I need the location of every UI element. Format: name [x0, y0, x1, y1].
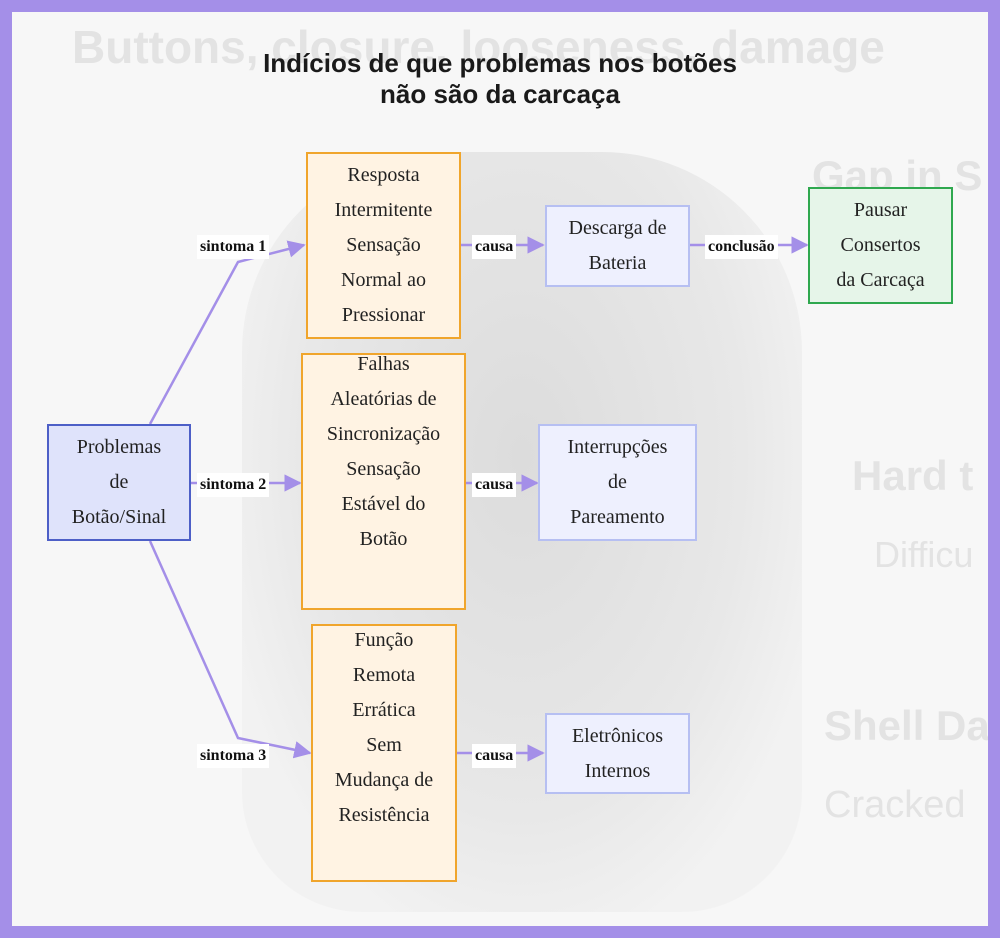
edge-root-symptom1	[148, 240, 306, 425]
edge-label-causa-2: causa	[472, 473, 517, 497]
node-conclusion-pause-shell-repairs: Pausar Consertos da Carcaça	[808, 187, 953, 304]
background-text-hard: Hard t	[852, 452, 974, 499]
node-symptom-1: Resposta Intermitente Sensação Normal ao…	[306, 152, 461, 339]
node-conclusion-label: Pausar Consertos da Carcaça	[836, 199, 925, 291]
edge-label-causa-3: causa	[472, 744, 517, 768]
title-line-1: Indícios de que problemas nos botões	[263, 48, 737, 78]
node-symptom-3-label: Função Remota Errática Sem Mudança de Re…	[334, 629, 434, 826]
background-text-cracked: Cracked	[824, 784, 966, 826]
edge-label-sintoma-1: sintoma 1	[197, 235, 270, 259]
node-cause-pairing-interruptions: Interrupções de Pareamento	[538, 424, 697, 541]
node-root-label: Problemas de Botão/Sinal	[71, 436, 167, 528]
node-cause-internal-electronics: Eletrônicos Internos	[545, 713, 690, 794]
edge-label-sintoma-2: sintoma 2	[197, 473, 270, 497]
node-root-button-signal-problems: Problemas de Botão/Sinal	[47, 424, 191, 541]
node-cause-2-label: Interrupções de Pareamento	[567, 436, 668, 528]
node-symptom-3: Função Remota Errática Sem Mudança de Re…	[311, 624, 457, 882]
background-text-shell: Shell Da	[824, 702, 988, 749]
title-line-2: não são da carcaça	[380, 79, 620, 109]
edge-label-causa-1: causa	[472, 235, 517, 259]
node-cause-battery-drain: Descarga de Bateria	[545, 205, 690, 287]
edge-label-sintoma-3: sintoma 3	[197, 744, 270, 768]
node-symptom-2: Falhas Aleatórias de Sincronização Sensa…	[301, 353, 466, 610]
node-symptom-1-label: Resposta Intermitente Sensação Normal ao…	[334, 164, 433, 326]
node-symptom-2-label: Falhas Aleatórias de Sincronização Sensa…	[326, 352, 441, 550]
edge-label-conclusao: conclusão	[705, 235, 778, 259]
node-cause-3-label: Eletrônicos Internos	[571, 724, 664, 782]
diagram-title: Indícios de que problemas nos botões não…	[0, 48, 1000, 110]
node-cause-1-label: Descarga de Bateria	[568, 217, 667, 274]
diagram-canvas: Buttons, closure, looseness, damage Gap …	[12, 12, 988, 926]
background-text-top: Buttons, closure, looseness, damage	[72, 21, 885, 73]
background-text-difficu: Difficu	[874, 534, 974, 575]
edge-root-symptom3	[148, 540, 312, 759]
